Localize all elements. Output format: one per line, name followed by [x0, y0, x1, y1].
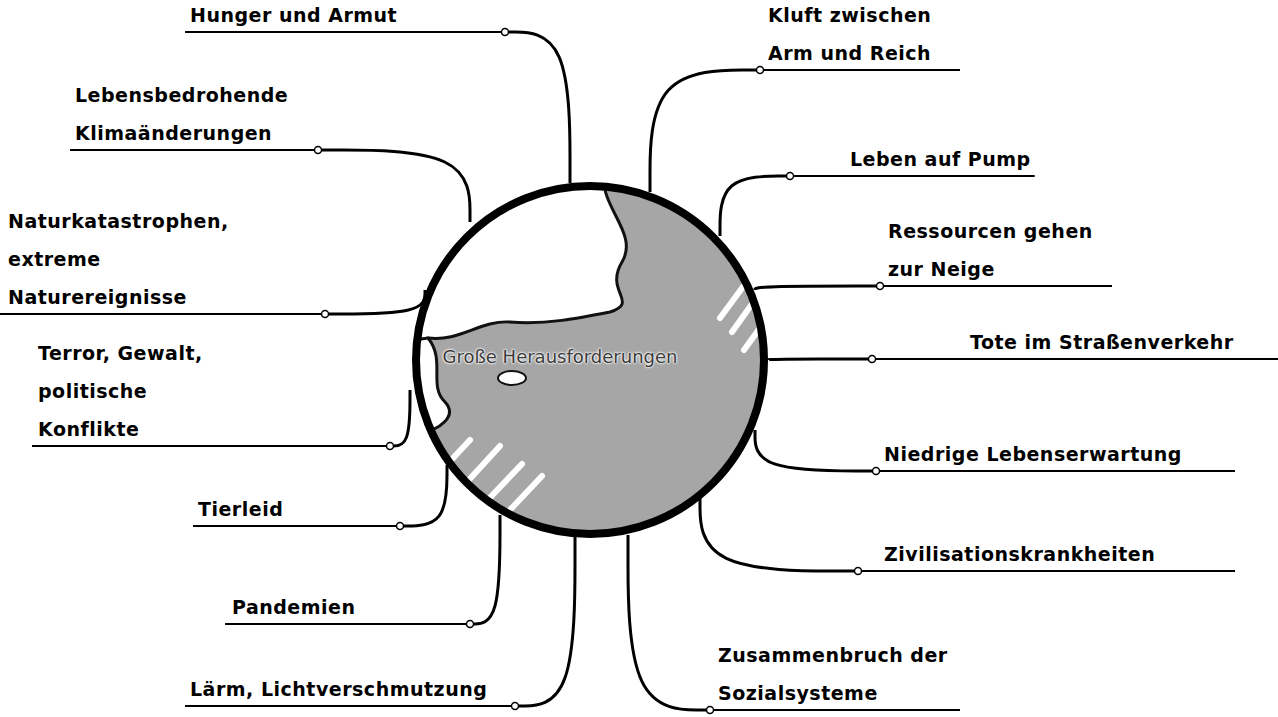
- label-leader: [755, 283, 1112, 291]
- challenge-label: Niedrige Lebenserwartung: [884, 435, 1182, 473]
- leader-dot: [322, 311, 329, 318]
- leader-line: [470, 515, 500, 624]
- label-underline: [193, 525, 400, 527]
- leader-line: [755, 286, 880, 290]
- label-underline: [0, 313, 325, 315]
- globe-rim: [416, 186, 764, 534]
- label-underline: [185, 31, 505, 33]
- challenge-label: Lärm, Lichtverschmutzung: [190, 670, 487, 708]
- challenge-label: Zusammenbruch der Sozialsysteme: [718, 636, 950, 712]
- globe-land: [392, 170, 800, 560]
- leader-line: [505, 32, 570, 183]
- leader-dot: [869, 356, 876, 363]
- leader-dot: [512, 703, 519, 710]
- challenge-label: Kluft zwischen Arm und Reich: [768, 0, 934, 72]
- leader-dot: [877, 283, 884, 290]
- land-mass: [395, 170, 800, 560]
- label-underline: [185, 705, 515, 707]
- leader-line: [318, 150, 470, 222]
- leader-line: [390, 390, 410, 446]
- label-underline: [70, 149, 318, 151]
- challenge-label: Tote im Straßenverkehr: [970, 323, 1234, 361]
- label-leader: [193, 465, 447, 530]
- leader-line: [515, 537, 575, 706]
- leader-dot: [787, 173, 794, 180]
- challenge-label: Hunger und Armut: [190, 0, 397, 34]
- label-leader: [700, 495, 1235, 575]
- challenge-label: Ressourcen gehen zur Neige: [888, 212, 1095, 288]
- leader-line: [628, 535, 710, 710]
- leader-line: [650, 70, 760, 192]
- label-underline: [876, 470, 1235, 472]
- label-underline: [32, 445, 390, 447]
- leader-dot: [397, 523, 404, 530]
- leader-line: [700, 495, 858, 571]
- leader-line: [325, 290, 425, 314]
- leader-dot: [315, 147, 322, 154]
- label-underline: [880, 285, 1112, 287]
- leader-line: [755, 430, 876, 471]
- label-underline: [760, 69, 960, 71]
- challenge-label: Naturkatastrophen, extreme Naturereignis…: [8, 202, 231, 316]
- leader-dot: [467, 621, 474, 628]
- leader-line: [400, 465, 447, 526]
- island: [498, 371, 526, 385]
- label-underline: [225, 623, 470, 625]
- challenge-label: Tierleid: [198, 490, 283, 528]
- leader-dot: [855, 568, 862, 575]
- leader-line: [720, 176, 790, 236]
- label-leader: [768, 356, 1278, 363]
- challenge-label: Zivilisationskrankheiten: [884, 535, 1155, 573]
- label-underline: [858, 570, 1235, 572]
- globe-title: Große Herausforderungen: [443, 346, 678, 367]
- label-underline: [790, 175, 1035, 177]
- label-underline: [710, 709, 960, 711]
- label-leader: [225, 515, 500, 628]
- leader-line: [768, 359, 872, 360]
- label-leader: [650, 67, 960, 193]
- globe-circle: Große Herausforderungen: [412, 182, 768, 538]
- label-underline: [872, 358, 1278, 360]
- challenge-label: Pandemien: [232, 588, 355, 626]
- challenge-label: Terror, Gewalt, politische Konflikte: [38, 334, 205, 448]
- leader-dot: [387, 443, 394, 450]
- leader-dot: [707, 707, 714, 714]
- challenge-label: Lebensbedrohende Klimaänderungen: [75, 76, 291, 152]
- label-leader: [755, 430, 1235, 475]
- leader-dot: [502, 29, 509, 36]
- label-leader: [185, 537, 575, 710]
- leader-dot: [873, 468, 880, 475]
- leader-dot: [757, 67, 764, 74]
- challenge-label: Leben auf Pump: [850, 140, 1031, 178]
